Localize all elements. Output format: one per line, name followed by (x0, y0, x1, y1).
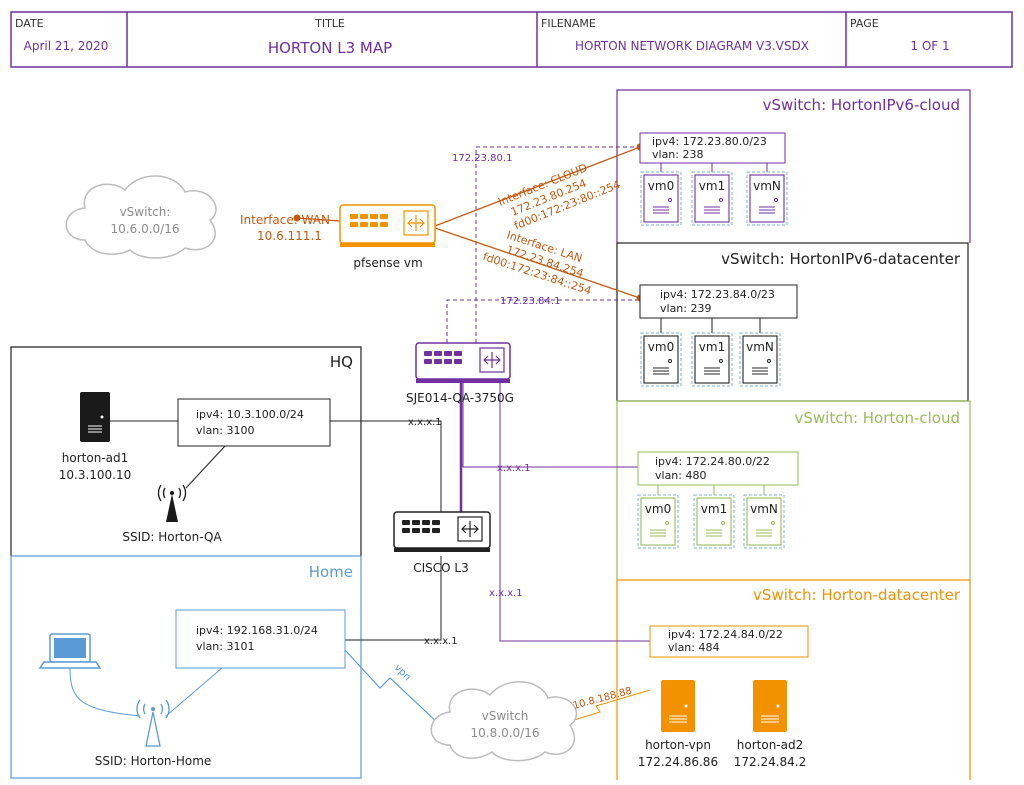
vm-label: vm0 (648, 179, 674, 193)
vpn-cloud-name: vSwitch (482, 709, 529, 723)
links (69, 146, 651, 727)
date-value: April 21, 2020 (24, 39, 109, 53)
zone-horton-datacenter: vSwitch: Horton-datacenter (616, 579, 971, 780)
vm-label: vm0 (645, 502, 671, 516)
horton-vpn-ip: 172.24.86.86 (638, 755, 718, 769)
vm-vmN-ipv6-cloud: vmN (746, 163, 788, 226)
vm-label: vmN (750, 502, 778, 516)
vm-vm0-ipv6-datacenter: vm0 (640, 318, 682, 387)
horton-ad2-ip: 172.24.84.2 (734, 755, 807, 769)
vm-label: vm0 (648, 340, 674, 354)
filename-label: FILENAME (541, 17, 596, 30)
vm-label: vmN (746, 340, 774, 354)
vm-vm0-horton-cloud: vm0 (637, 485, 679, 549)
page-value: 1 OF 1 (910, 39, 949, 53)
horton-ad1-server-icon (80, 392, 110, 442)
page-label: PAGE (850, 17, 879, 30)
filename-value: HORTON NETWORK DIAGRAM V3.VSDX (575, 39, 809, 53)
dc-gw-label: x.x.x.1 (489, 588, 523, 599)
vm-vm1-ipv6-cloud: vm1 (691, 163, 733, 226)
vm-vmN-horton-cloud: vmN (743, 485, 785, 549)
laptop-icon (38, 633, 102, 669)
zone-horton-datacenter-title: vSwitch: Horton-datacenter (753, 586, 961, 604)
cloud-interface-label: Interface: CLOUD 172.23.80.254 fd00:172:… (496, 161, 622, 232)
vm-vm1-horton-cloud: vm1 (693, 485, 735, 549)
wan-port-dot (293, 214, 301, 222)
subnet-horton-datacenter-ipv4: ipv4: 172.24.84.0/22 (668, 628, 783, 641)
subnet-ipv6-cloud-ipv4: ipv4: 172.23.80.0/23 (652, 135, 767, 148)
home-gw-label: x.x.x.1 (424, 636, 458, 647)
ssid-qa-label: SSID: Horton-QA (122, 530, 222, 544)
vpn-cloud: vSwitch 10.8.0.0/16 (430, 681, 578, 762)
wan-cloud: vSwitch: 10.6.0.0/16 (65, 175, 217, 259)
subnet-horton-datacenter-vlan: vlan: 484 (668, 641, 719, 654)
subnet-hq-ipv4: ipv4: 10.3.100.0/24 (196, 408, 304, 421)
title-block: DATE April 21, 2020 TITLE HORTON L3 MAP … (10, 11, 1013, 68)
date-label: DATE (15, 17, 44, 30)
horton-vpn-name: horton-vpn (645, 738, 711, 752)
ssid-home-label: SSID: Horton-Home (95, 754, 212, 768)
vm-label: vm1 (699, 179, 725, 193)
subnet-ipv6-datacenter-vlan: vlan: 239 (660, 302, 711, 315)
subnet-horton-cloud: ipv4: 172.24.80.0/22 vlan: 480 (637, 451, 799, 486)
horton-ad2-name: horton-ad2 (737, 738, 803, 752)
ssid-qa-antenna-icon (157, 484, 187, 522)
horton-ad1-name: horton-ad1 (62, 451, 128, 465)
sje-switch-icon (415, 342, 511, 383)
zone-horton-cloud-title: vSwitch: Horton-cloud (794, 409, 960, 427)
subnet-ipv6-datacenter-ipv4: ipv4: 172.23.84.0/23 (660, 288, 775, 301)
subnet-horton-cloud-vlan: vlan: 480 (655, 469, 706, 482)
cisco-label: CISCO L3 (413, 561, 469, 575)
pfsense-router-icon (339, 204, 436, 247)
horton-ad2-server-icon (753, 680, 787, 732)
gw-80-label: 172.23.80.1 (452, 153, 512, 164)
subnet-hq-vlan: vlan: 3100 (196, 424, 254, 437)
ssid-home-antenna-icon (136, 699, 170, 747)
vpn-ip-label: 10.8.188.88 (572, 686, 633, 712)
hq-gw-label: x.x.x.1 (408, 417, 442, 428)
vm-vm1-ipv6-datacenter: vm1 (691, 318, 733, 387)
vm-label: vm1 (701, 502, 727, 516)
cloud-gw-label: x.x.x.1 (497, 463, 531, 474)
title-value: HORTON L3 MAP (268, 39, 392, 57)
vm-vmN-ipv6-datacenter: vmN (739, 318, 781, 387)
zone-ipv6-cloud-title: vSwitch: HortonIPv6-cloud (763, 96, 960, 114)
subnet-home-vlan: vlan: 3101 (196, 640, 254, 653)
zone-ipv6-cloud: vSwitch: HortonIPv6-cloud (616, 89, 971, 243)
gw-84-label: 172.23.84.1 (500, 296, 560, 307)
vm-label: vmN (753, 179, 781, 193)
wan-interface-ip: 10.6.111.1 (257, 229, 322, 243)
wan-cloud-name: vSwitch: (120, 205, 171, 219)
subnet-ipv6-datacenter: ipv4: 172.23.84.0/23 vlan: 239 (639, 284, 798, 319)
subnet-ipv6-cloud: ipv4: 172.23.80.0/23 vlan: 238 (639, 132, 786, 164)
vpn-cloud-net: 10.8.0.0/16 (471, 726, 540, 740)
vm-rows: vm0 vm1 vmN vm0 vm1 vmN vm0 vm1 vmN (637, 163, 788, 549)
subnet-home: ipv4: 192.168.31.0/24 vlan: 3101 (175, 609, 346, 669)
vm-label: vm1 (699, 340, 725, 354)
sje-label: SJE014-QA-3750G (406, 391, 514, 405)
pfsense-label: pfsense vm (353, 256, 422, 270)
horton-vpn-server-icon (661, 680, 695, 732)
wan-cloud-net: 10.6.0.0/16 (111, 222, 180, 236)
title-label: TITLE (314, 17, 345, 30)
zone-hq-title: HQ (330, 353, 353, 371)
horton-ad1-ip: 10.3.100.10 (59, 468, 132, 482)
subnet-ipv6-cloud-vlan: vlan: 238 (652, 148, 703, 161)
subnet-horton-cloud-ipv4: ipv4: 172.24.80.0/22 (655, 455, 770, 468)
zone-home-title: Home (309, 563, 353, 581)
subnet-hq: ipv4: 10.3.100.0/24 vlan: 3100 (177, 398, 331, 447)
wan-interface-name: Interface: WAN (240, 213, 330, 227)
subnet-home-ipv4: ipv4: 192.168.31.0/24 (196, 624, 318, 637)
zone-hq: HQ (10, 346, 362, 556)
subnet-horton-datacenter: ipv4: 172.24.84.0/22 vlan: 484 (649, 625, 809, 658)
lan-interface-label: Interface: LAN 172.23.84.254 fd00:172:23… (481, 228, 593, 297)
zone-ipv6-datacenter-title: vSwitch: HortonIPv6-datacenter (721, 250, 961, 268)
vpn-link-label: vpn (392, 662, 413, 683)
zone-horton-cloud: vSwitch: Horton-cloud (616, 400, 971, 580)
vm-vm0-ipv6-cloud: vm0 (640, 163, 682, 226)
cisco-router-icon (393, 511, 491, 552)
